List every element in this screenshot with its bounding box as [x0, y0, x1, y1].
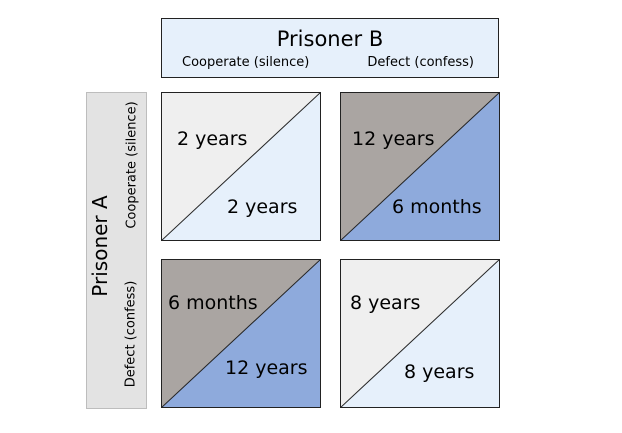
cell-cooperate-defect: 12 years 6 months [340, 92, 500, 241]
cell-defect-defect: 8 years 8 years [340, 259, 500, 408]
prisoner-b-option-cooperate: Cooperate (silence) [182, 55, 310, 70]
cell-diagonal-split [340, 259, 500, 408]
prisoner-a-header [86, 92, 147, 409]
prisoner-b-title: Prisoner B [276, 27, 384, 51]
cell-diagonal-split [161, 259, 321, 408]
prisoner-b-header: Prisoner B Cooperate (silence) Defect (c… [161, 18, 499, 78]
prisoner-a-option-defect: Defect (confess) [123, 280, 139, 388]
cell-diagonal-split [161, 92, 321, 241]
prisoner-a-option-cooperate: Cooperate (silence) [124, 101, 140, 229]
prisoner-b-outcome: 12 years [225, 357, 308, 379]
prisoner-a-outcome: 6 months [168, 292, 258, 314]
cell-diagonal-split [340, 92, 500, 241]
prisoner-a-outcome: 12 years [352, 128, 435, 150]
prisoner-b-outcome: 2 years [227, 196, 298, 218]
prisoner-b-outcome: 8 years [404, 361, 475, 383]
prisoner-a-outcome: 2 years [177, 128, 248, 150]
prisoner-a-title: Prisoner A [88, 195, 112, 297]
cell-defect-cooperate: 6 months 12 years [161, 259, 321, 408]
prisoner-b-outcome: 6 months [392, 196, 482, 218]
cell-cooperate-cooperate: 2 years 2 years [161, 92, 321, 241]
prisoner-a-outcome: 8 years [350, 292, 421, 314]
prisoner-b-option-defect: Defect (confess) [367, 55, 474, 70]
